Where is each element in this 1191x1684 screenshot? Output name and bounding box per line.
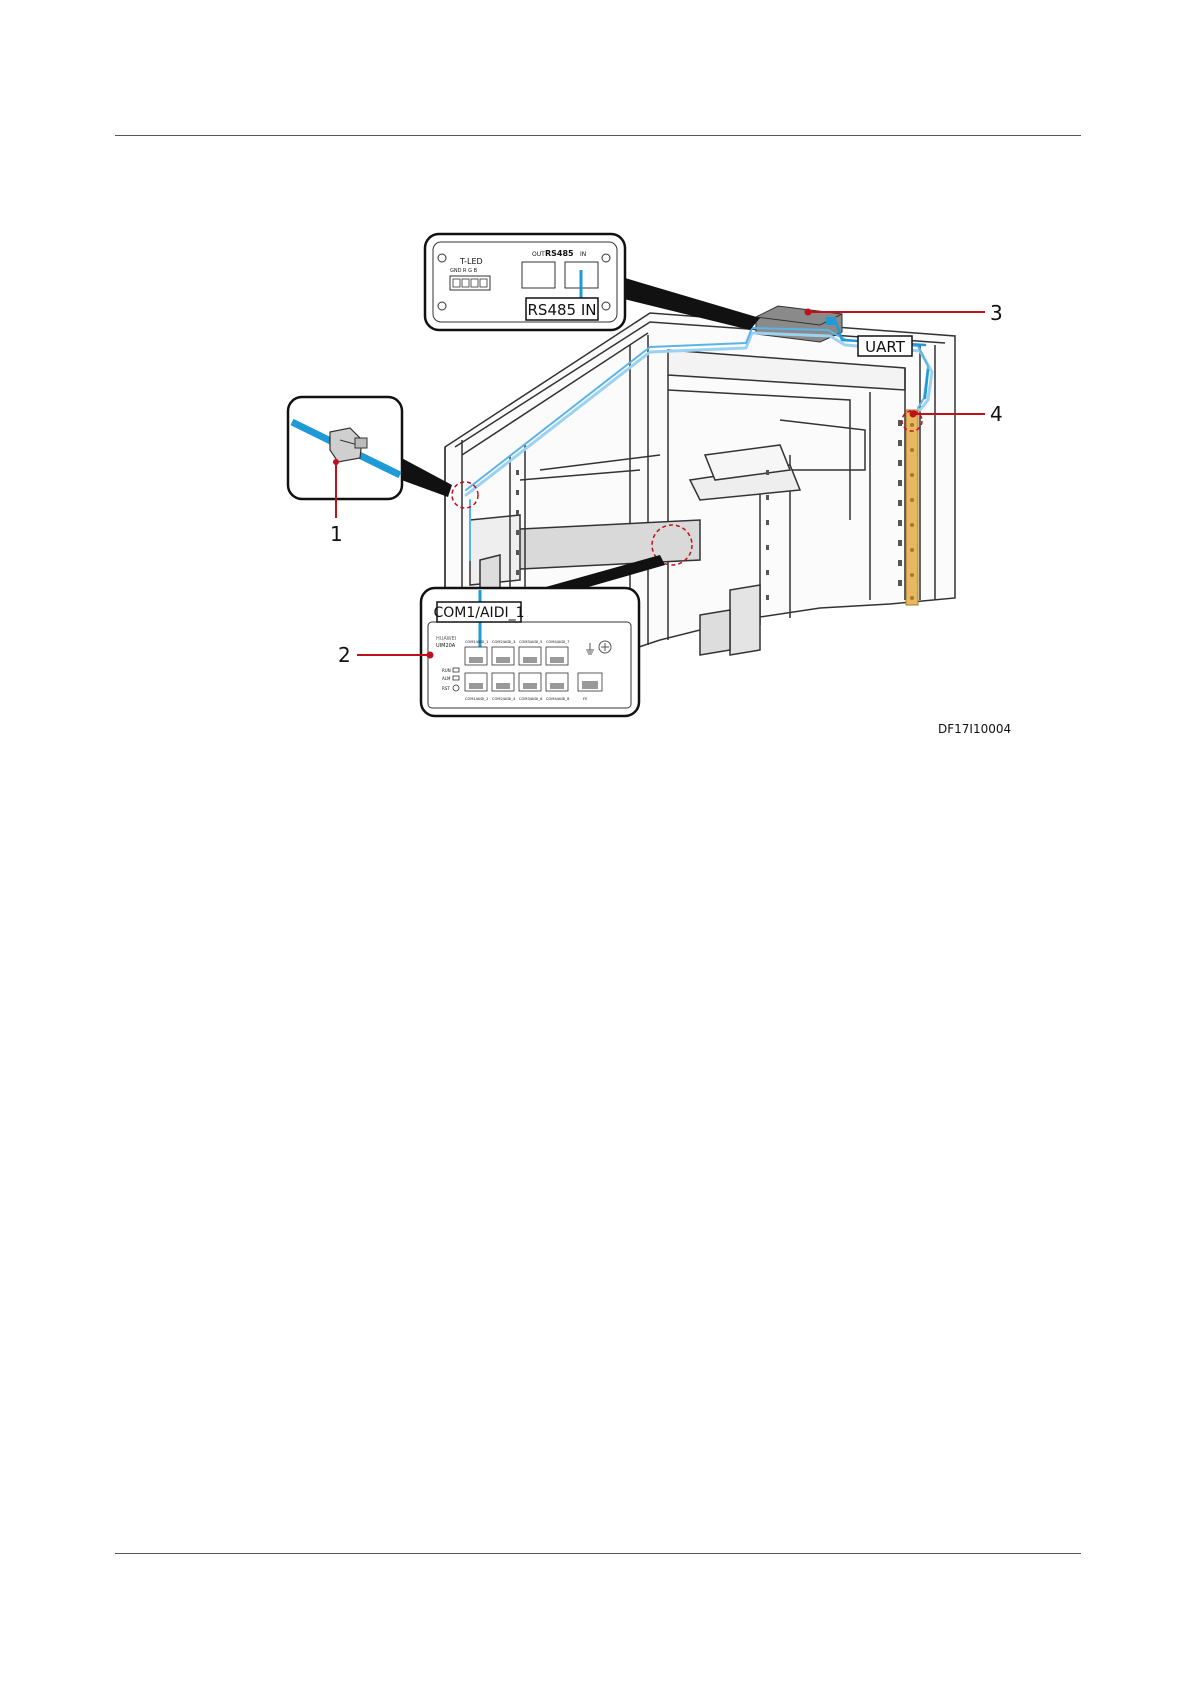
magnifier-uim-panel: COM1/AIDI_1 HUAWEI UIM20A RUN ALM RST CO…	[421, 588, 639, 716]
callout-number-3: 3	[990, 301, 1003, 325]
rs485-in-small-label: IN	[580, 251, 586, 258]
port-top-label-2: COM2/AIDI_3	[492, 640, 515, 644]
led-run-label: RUN	[442, 668, 451, 673]
uart-label: UART	[865, 338, 906, 356]
figure-id: DF17I10004	[938, 722, 1011, 736]
led-rst-label: RST	[442, 686, 450, 691]
callout-number-1: 1	[330, 522, 343, 546]
led-alm-label: ALM	[442, 676, 451, 681]
port-top-label-1: COM1/AIDI_1	[465, 640, 488, 644]
ground-bar	[906, 410, 918, 605]
tled-pins-label: GND R G B	[450, 268, 478, 274]
callout-number-2: 2	[338, 643, 351, 667]
port-bottom-label-4: COM4/AIDI_8	[546, 697, 570, 701]
brand-label: HUAWEI	[436, 636, 456, 642]
model-label: UIM20A	[436, 643, 456, 649]
port-bottom-label-2: COM2/AIDI_4	[492, 697, 516, 701]
callout-number-4: 4	[990, 402, 1003, 426]
port-top-label-4: COM4/AIDI_7	[546, 640, 569, 644]
magnifier-rs485-panel: T-LED GND R G B OUT RS485 IN RS485 IN	[425, 234, 625, 330]
fe-port-label: FE	[583, 697, 588, 701]
rs485-out-label: OUT	[532, 251, 545, 258]
com1-aidi-label: COM1/AIDI_1	[433, 605, 524, 621]
magnifier-clip	[288, 397, 402, 499]
rs485-label: RS485	[545, 249, 574, 258]
port-top-label-3: COM3/AIDI_5	[519, 640, 542, 644]
port-bottom-label-1: COM1/AIDI_2	[465, 697, 488, 701]
tled-label: T-LED	[459, 257, 483, 266]
rs485-in-label: RS485 IN	[528, 301, 597, 319]
port-bottom-label-3: COM3/AIDI_6	[519, 697, 543, 701]
